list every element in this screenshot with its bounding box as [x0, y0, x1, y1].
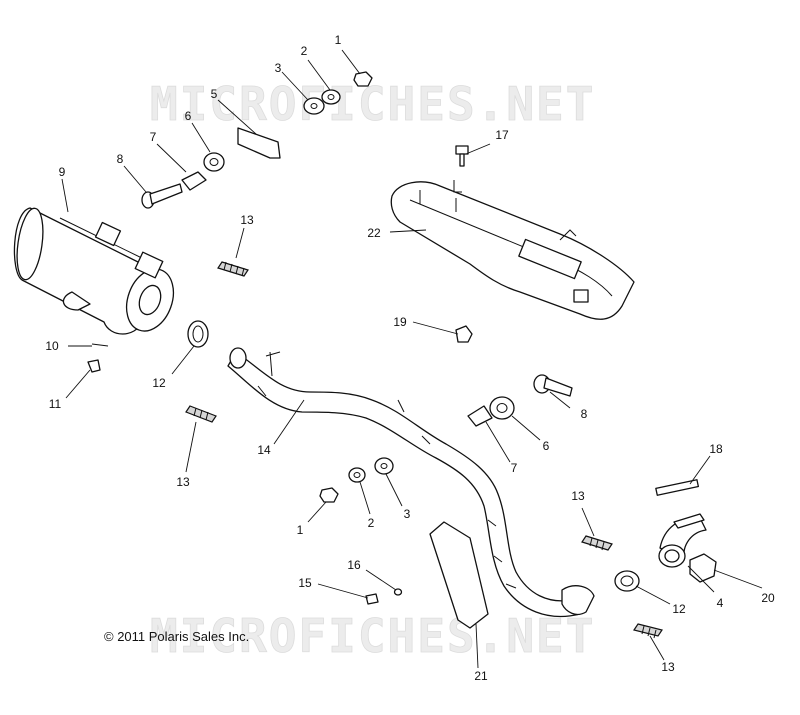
washer-16 — [393, 588, 403, 596]
callout-12: 12 — [672, 602, 686, 616]
bracket-plate — [429, 521, 489, 629]
callout-3: 3 — [404, 507, 411, 521]
grommet-6-top — [203, 152, 225, 172]
callout-20: 20 — [761, 591, 775, 605]
bushing-7-right — [467, 405, 493, 427]
callout-19: 19 — [393, 315, 407, 329]
nut-1-lower — [319, 487, 339, 503]
callout-6: 6 — [543, 439, 550, 453]
callout-3: 3 — [275, 61, 282, 75]
callout-16: 16 — [347, 558, 361, 572]
callout-9: 9 — [59, 165, 66, 179]
nut-1-top — [353, 71, 373, 87]
bracket-5 — [237, 127, 281, 159]
head-pipe — [227, 347, 595, 618]
bolt-8-top — [141, 183, 183, 209]
grommet-6-right — [489, 396, 515, 420]
callout-labels: 1 2 3 5 6 7 8 9 13 10 11 12 13 14 17 22 … — [45, 33, 775, 683]
callout-1: 1 — [335, 33, 342, 47]
callout-18: 18 — [709, 442, 723, 456]
spring-13-b — [185, 405, 217, 423]
watermark-top: MICROFICHES.NET — [150, 77, 595, 131]
washer-3-top — [303, 97, 325, 115]
callout-7: 7 — [511, 461, 518, 475]
callout-11: 11 — [49, 397, 62, 411]
callout-2: 2 — [301, 44, 308, 58]
callout-13: 13 — [571, 489, 585, 503]
callout-10: 10 — [45, 339, 59, 353]
gasket-12-a — [187, 320, 209, 348]
washer-2-top — [321, 89, 341, 105]
copyright-text: © 2011 Polaris Sales Inc. — [104, 629, 249, 644]
flange-nut-20 — [689, 553, 717, 583]
callout-13: 13 — [176, 475, 190, 489]
muffler — [13, 207, 175, 335]
leader-lines — [61, 49, 763, 669]
callout-14: 14 — [257, 443, 271, 457]
outlet-elbow — [658, 513, 707, 568]
screw-15 — [365, 593, 379, 605]
watermark-bottom: MICROFICHES.NET — [150, 609, 595, 663]
washer-2-lower — [348, 467, 366, 483]
callout-2: 2 — [368, 516, 375, 530]
callout-12: 12 — [152, 376, 166, 390]
heat-shield — [390, 180, 635, 320]
callout-17: 17 — [495, 128, 509, 142]
gasket-18 — [655, 479, 700, 496]
bushing-7-top — [181, 171, 207, 191]
callout-1: 1 — [297, 523, 304, 537]
spring-13-a — [217, 261, 249, 277]
callout-5: 5 — [211, 87, 218, 101]
callout-15: 15 — [298, 576, 312, 590]
fastener-11 — [87, 359, 101, 373]
clip-10 — [91, 343, 109, 347]
callout-22: 22 — [367, 226, 381, 240]
callout-8: 8 — [117, 152, 124, 166]
nut-19 — [455, 325, 473, 343]
callout-21: 21 — [474, 669, 488, 683]
bolt-17 — [455, 145, 469, 167]
gasket-12-b — [614, 570, 640, 592]
callout-4: 4 — [717, 596, 724, 610]
callout-8: 8 — [581, 407, 588, 421]
callout-13: 13 — [661, 660, 675, 674]
spring-13-c — [581, 535, 613, 551]
callout-7: 7 — [150, 130, 157, 144]
washer-3-lower — [374, 457, 394, 475]
spring-13-d — [633, 623, 663, 639]
callout-13: 13 — [240, 213, 254, 227]
bolt-8-right — [533, 374, 573, 397]
callout-6: 6 — [185, 109, 192, 123]
